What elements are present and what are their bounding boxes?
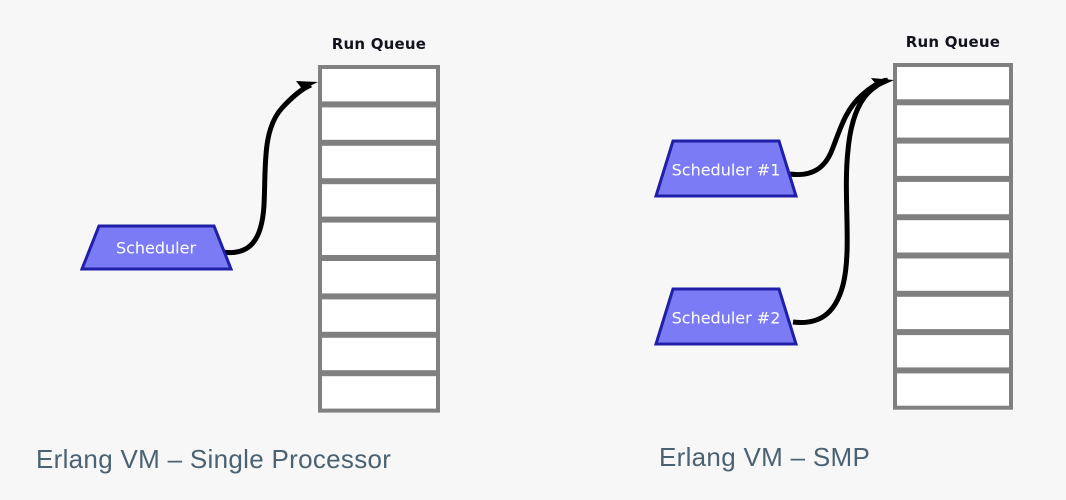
- queue-cell[interactable]: [318, 141, 440, 183]
- arrow-scheduler-to-queue: [221, 81, 318, 256]
- scheduler-2-label: Scheduler #2: [672, 309, 781, 328]
- run-queue-left: [318, 65, 440, 413]
- queue-cell[interactable]: [318, 218, 440, 260]
- arrow-scheduler-2-to-queue: [792, 77, 889, 326]
- run-queue-title-right: Run Queue: [906, 33, 1000, 51]
- queue-cell[interactable]: [318, 372, 440, 413]
- scheduler-2-node[interactable]: Scheduler #2: [653, 287, 799, 346]
- scheduler-shape[interactable]: [653, 139, 799, 198]
- scheduler-1-node[interactable]: Scheduler #1: [653, 139, 799, 198]
- queue-cell[interactable]: [318, 65, 440, 106]
- queue-cell[interactable]: [893, 63, 1013, 104]
- caption-smp: Erlang VM – SMP: [659, 442, 870, 472]
- queue-cell[interactable]: [893, 216, 1013, 257]
- queue-cell[interactable]: [318, 103, 440, 144]
- scheduler-label: Scheduler: [116, 239, 197, 258]
- scheduler-1-label: Scheduler #1: [672, 161, 781, 180]
- queue-cell[interactable]: [893, 369, 1013, 410]
- queue-cell[interactable]: [318, 333, 440, 375]
- run-queue-right: [893, 63, 1013, 410]
- queue-cell[interactable]: [893, 254, 1013, 295]
- run-queue-title-left: Run Queue: [332, 35, 426, 53]
- arrow-head-icon: [870, 78, 894, 91]
- arrow-head-icon: [295, 81, 318, 93]
- arrow-scheduler-1-to-queue: [789, 77, 894, 178]
- queue-cell[interactable]: [893, 331, 1013, 372]
- scheduler-shape[interactable]: [653, 287, 799, 346]
- scheduler-node[interactable]: Scheduler: [79, 224, 234, 271]
- scheduler-shape[interactable]: [79, 224, 234, 271]
- queue-cell[interactable]: [318, 295, 440, 336]
- queue-cell[interactable]: [318, 257, 440, 298]
- queue-cell[interactable]: [893, 292, 1013, 334]
- queue-cell[interactable]: [893, 101, 1013, 142]
- panel-smp: Run Queue: [653, 33, 1013, 472]
- queue-cell[interactable]: [893, 139, 1013, 180]
- arrow-curve: [221, 82, 312, 256]
- arrow-curve: [789, 77, 887, 178]
- panel-single-processor: Run Queue Scheduler: [36, 35, 440, 474]
- caption-single-processor: Erlang VM – Single Processor: [36, 444, 391, 474]
- queue-cell[interactable]: [893, 177, 1013, 219]
- arrow-curve: [792, 77, 889, 326]
- queue-cell[interactable]: [318, 180, 440, 221]
